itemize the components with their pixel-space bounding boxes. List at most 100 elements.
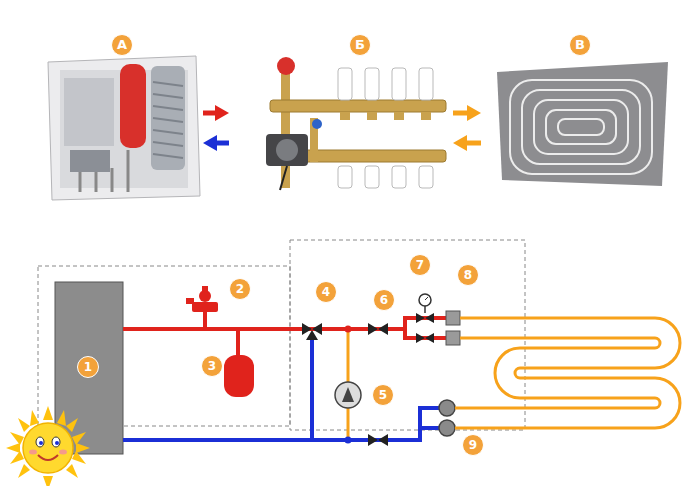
gauge-symbol xyxy=(425,297,428,300)
manifold-picture xyxy=(338,68,352,100)
callout-number: 7 xyxy=(409,254,431,276)
sun-picture xyxy=(55,441,59,445)
manifold-picture xyxy=(270,100,446,112)
callout-number: 2 xyxy=(229,278,251,300)
manifold-picture xyxy=(367,112,377,120)
return-pipe xyxy=(420,406,439,410)
boiler-picture xyxy=(153,130,183,134)
loop-connector-symbol xyxy=(446,331,460,345)
pump-symbol xyxy=(335,382,361,408)
floor-loop xyxy=(455,338,660,408)
boiler-picture xyxy=(153,118,183,122)
letter-badge: А xyxy=(111,34,133,56)
letter-badge: Б xyxy=(349,34,371,56)
boiler-picture xyxy=(153,154,183,158)
valve-symbol xyxy=(368,434,388,446)
sun-picture xyxy=(57,410,66,426)
sun-picture xyxy=(30,410,39,426)
sun-picture xyxy=(6,443,20,453)
sun-picture xyxy=(59,450,67,455)
supply-pipe xyxy=(123,327,405,331)
flow-meter-symbol xyxy=(439,400,455,436)
return-pipe xyxy=(420,426,439,430)
callout-spot: 8 xyxy=(457,264,479,286)
callout-spot: 5 xyxy=(372,384,394,406)
pump-symbol xyxy=(342,387,354,402)
sun-picture xyxy=(10,432,24,445)
callout-number: 9 xyxy=(462,434,484,456)
floor-picture xyxy=(534,100,628,154)
manifold-picture xyxy=(312,119,322,129)
sun-picture xyxy=(6,406,90,486)
manifold-picture xyxy=(421,112,431,120)
sun-picture xyxy=(66,418,78,432)
gauge-symbol xyxy=(419,294,431,313)
boiler-picture xyxy=(48,56,200,200)
sun-picture xyxy=(6,406,90,486)
three-way-valve-symbol xyxy=(302,323,322,340)
air-vent-symbol xyxy=(186,286,218,312)
picture-node: А xyxy=(40,33,200,205)
callout-number: 5 xyxy=(372,384,394,406)
three-way-valve-symbol xyxy=(302,323,322,340)
callout-spot: 7 xyxy=(409,254,431,276)
return-pipe xyxy=(418,406,422,442)
boiler-picture xyxy=(153,82,183,86)
flow-meter-symbol xyxy=(439,420,455,436)
gauge-symbol xyxy=(419,294,431,306)
manifold-picture xyxy=(392,68,406,100)
pump-symbol xyxy=(335,326,361,444)
boiler-picture xyxy=(127,150,130,192)
callout-spot: 1 xyxy=(77,356,99,378)
sun-picture xyxy=(29,450,37,455)
boiler-picture xyxy=(48,56,200,200)
picture-node: Б xyxy=(232,33,450,198)
sun-picture xyxy=(43,476,53,486)
manifold-picture xyxy=(266,57,446,190)
callout-number: 8 xyxy=(457,264,479,286)
sun-picture xyxy=(66,464,78,478)
floor-loop xyxy=(455,318,680,428)
supply-pipe xyxy=(203,310,207,329)
boiler-picture xyxy=(153,82,183,158)
boiler-picture xyxy=(70,150,110,172)
boiler-picture xyxy=(120,64,146,148)
boiler-symbol xyxy=(55,282,123,454)
air-vent-symbol xyxy=(186,298,194,304)
sun-picture xyxy=(72,432,86,445)
valve-symbol xyxy=(416,333,434,343)
sun-picture xyxy=(43,406,53,420)
sun-picture xyxy=(76,443,90,453)
sun-picture xyxy=(72,451,86,464)
pump-symbol xyxy=(345,326,352,333)
boiler-picture xyxy=(151,66,185,170)
boiler-picture xyxy=(111,168,114,192)
manifold-picture xyxy=(365,68,379,100)
floor-picture xyxy=(558,119,604,135)
callout-spot: 6 xyxy=(373,289,395,311)
floor-picture xyxy=(497,62,668,186)
flow-arrow xyxy=(217,141,229,146)
callout-number: 6 xyxy=(373,289,395,311)
valve-symbol xyxy=(416,313,434,323)
return-pipe xyxy=(310,339,314,440)
manifold-picture xyxy=(365,166,379,188)
callout-spot: 2 xyxy=(229,278,251,300)
callout-spot: 4 xyxy=(315,281,337,303)
sun-picture xyxy=(52,437,60,447)
valve-symbol xyxy=(368,313,434,446)
callout-spot: 3 xyxy=(201,355,223,377)
manifold-picture xyxy=(419,68,433,100)
floor-picture xyxy=(510,80,652,174)
manifold-picture xyxy=(340,112,350,120)
callout-number: 1 xyxy=(77,356,99,378)
letter-badge: В xyxy=(569,34,591,56)
manifold-picture xyxy=(394,112,404,120)
manifold-picture xyxy=(338,68,433,188)
sun-picture xyxy=(23,423,73,473)
sun-picture xyxy=(18,464,30,478)
boiler-picture xyxy=(153,94,183,98)
manifold-picture xyxy=(419,166,433,188)
gauge-symbol xyxy=(424,306,426,313)
